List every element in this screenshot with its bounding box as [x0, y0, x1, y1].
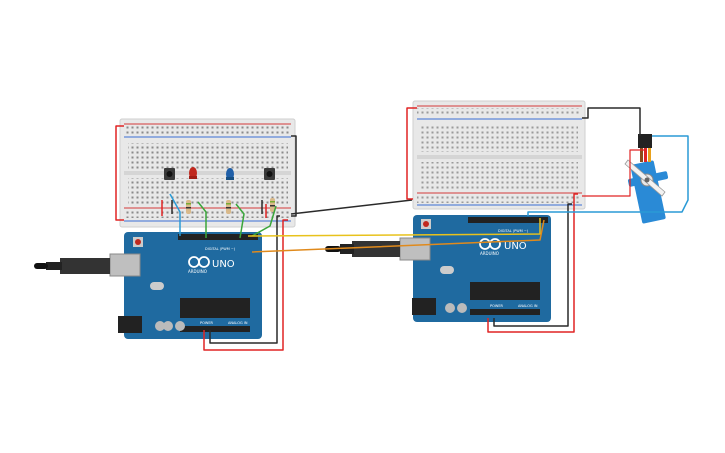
resistor-2[interactable]	[226, 200, 231, 214]
model-label-right: UNO	[504, 241, 527, 252]
analog-label-right: ANALOG IN	[518, 304, 538, 308]
wire-green-1	[197, 201, 207, 238]
analog-label: ANALOG IN	[228, 321, 248, 325]
wire-black-gnd-left	[209, 215, 280, 344]
wire-red-right-power	[487, 193, 578, 333]
wire-red-servo	[582, 149, 645, 197]
wire-black-right-gnd	[493, 203, 572, 327]
power-label-right: POWER	[490, 304, 504, 308]
power-label: POWER	[200, 321, 214, 325]
breadboard-right[interactable]	[412, 100, 586, 210]
resistor-3[interactable]	[270, 198, 275, 212]
model-label: UNO	[212, 259, 235, 270]
wires[interactable]	[115, 107, 689, 351]
wire-orange-rx	[251, 219, 545, 253]
wire-black-right-rail	[582, 107, 641, 136]
blue-led[interactable]	[226, 168, 234, 180]
wire-black-left	[291, 135, 297, 217]
digital-label: DIGITAL (PWM ~)	[205, 247, 236, 251]
wire-blue-servo	[527, 135, 689, 216]
pushbutton-left[interactable]	[164, 168, 175, 180]
resistor-1[interactable]	[186, 200, 191, 214]
red-led[interactable]	[189, 167, 197, 179]
wire-green-3	[251, 205, 277, 237]
wire-red-power-left	[203, 219, 288, 351]
arduino-uno-right[interactable]: UNO ARDUINO DIGITAL (PWM ~) POWER ANALOG…	[399, 215, 551, 322]
wire-yellow-tx	[247, 218, 541, 237]
usb-cable-right[interactable]	[325, 241, 400, 257]
arduino-logo-icon-right	[479, 238, 501, 250]
brand-label: ARDUINO	[188, 269, 207, 274]
servo-motor[interactable]	[624, 134, 669, 224]
wire-black-ground-bridge	[290, 199, 413, 215]
breadboard-left[interactable]	[119, 118, 296, 228]
arduino-logo-icon	[188, 256, 210, 268]
pushbutton-right[interactable]	[264, 168, 275, 180]
wire-green-2	[235, 203, 245, 239]
usb-cable-left[interactable]	[34, 258, 110, 274]
arduino-uno-left[interactable]: UNO ARDUINO DIGITAL (PWM ~) POWER ANALOG…	[109, 232, 262, 339]
wire-red-right-rail	[406, 107, 417, 200]
wire-red-left	[115, 125, 124, 221]
digital-label-right: DIGITAL (PWM ~)	[498, 229, 529, 233]
wire-blue-1	[169, 193, 181, 236]
brand-label-right: ARDUINO	[480, 251, 499, 256]
